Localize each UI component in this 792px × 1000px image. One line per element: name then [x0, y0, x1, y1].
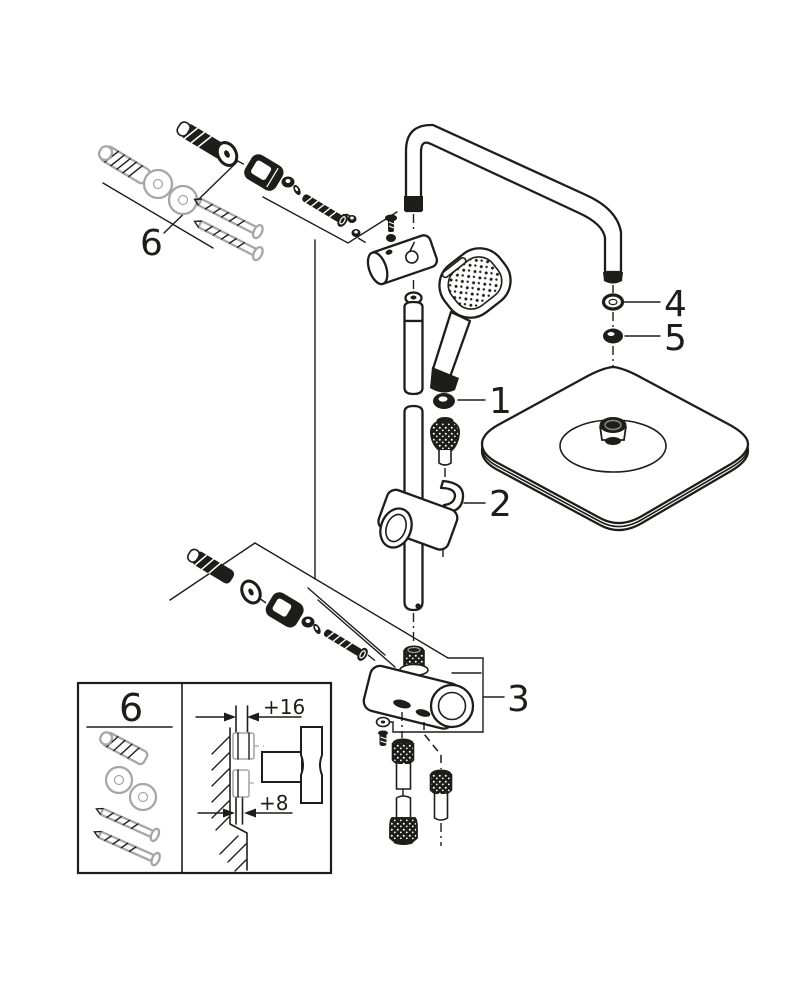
washer: [215, 141, 239, 167]
inset-wall-section: +16 +8: [195, 695, 323, 872]
oring-part5: [603, 328, 623, 344]
shower-rail: [403, 291, 424, 612]
diverter-fixing-screw: [375, 716, 391, 746]
wall-hardware-bottom-black: [186, 548, 379, 664]
dim-plus16: +16: [263, 695, 305, 719]
callout-6: 6: [140, 223, 163, 264]
head-shower-assembly: [480, 285, 750, 532]
fixing-screw: [302, 194, 348, 227]
head-connection-nut: [599, 417, 627, 433]
callout-3: 3: [507, 679, 530, 720]
hand-shower-oring-part1: [433, 393, 455, 409]
wall-hardware-top-gray: [97, 145, 264, 262]
shower-hose-connectors: [389, 712, 453, 846]
callouts: 1 2 3 4 5 6: [140, 223, 687, 720]
callout-1: 1: [489, 381, 512, 422]
inset-group-label: 6: [119, 686, 143, 730]
hose-cone-nut: [429, 417, 461, 479]
dim-plus8: +8: [259, 791, 288, 815]
shower-arm: [404, 123, 623, 284]
mounting-inset-box: 6: [76, 681, 333, 875]
mount-bracket-clamp: [244, 154, 284, 191]
inset-hardware-kit: 6: [86, 686, 173, 867]
rail-glide-holder-part2: [377, 479, 465, 560]
wall-hardware-top-black: [176, 121, 369, 245]
washer-part4: [601, 293, 625, 311]
hand-shower: [430, 247, 512, 393]
diverter-part3: [362, 613, 475, 730]
callout-4: 4: [664, 284, 687, 325]
upper-wall-bracket: [366, 214, 439, 291]
head-shower-plate: [480, 365, 750, 525]
callout-2: 2: [489, 484, 512, 525]
callout-5: 5: [664, 318, 687, 359]
